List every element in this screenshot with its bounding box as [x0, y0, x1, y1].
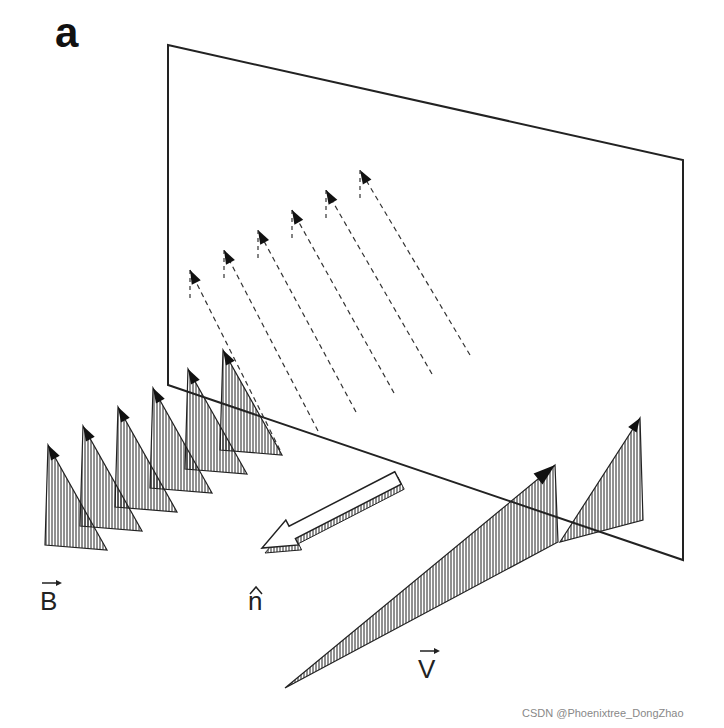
- normal-arrow: [262, 472, 401, 548]
- arrowhead: [326, 190, 337, 205]
- arrowhead: [534, 465, 555, 484]
- vector-accent: [56, 580, 62, 586]
- arrowhead: [153, 388, 165, 404]
- field-vector: [220, 350, 282, 455]
- arrowhead: [83, 426, 95, 442]
- watermark: CSDN @Phoenixtree_DongZhao: [522, 708, 684, 719]
- arrowhead: [360, 170, 371, 185]
- vector-accent: [434, 648, 440, 654]
- projected-field-vector: [360, 170, 470, 355]
- projected-field-vector: [257, 230, 258, 262]
- arrowhead: [628, 418, 640, 432]
- projected-field-vector: [359, 170, 360, 202]
- velocity-label: V: [418, 656, 435, 682]
- projected-field-vector: [291, 210, 292, 242]
- projected-field-vector: [326, 190, 432, 374]
- arrowhead: [224, 250, 235, 265]
- arrowhead: [48, 445, 60, 461]
- arrowhead: [292, 210, 303, 225]
- plane: [168, 45, 683, 560]
- velocity-vector: [285, 465, 558, 688]
- projected-field-vector: [258, 230, 356, 412]
- projected-field-vector: [189, 270, 190, 302]
- arrowhead: [118, 407, 130, 423]
- projected-field-vector: [223, 250, 224, 282]
- field-label: B: [40, 588, 57, 614]
- velocity-vector: [560, 418, 643, 542]
- projected-field-vector: [292, 210, 394, 393]
- panel-letter: a: [55, 12, 78, 54]
- normal-label: n: [248, 588, 262, 614]
- arrowhead: [258, 230, 269, 245]
- arrowhead: [188, 369, 200, 385]
- arrowhead: [190, 270, 201, 285]
- arrowhead: [223, 350, 235, 366]
- projected-field-vector: [325, 190, 326, 222]
